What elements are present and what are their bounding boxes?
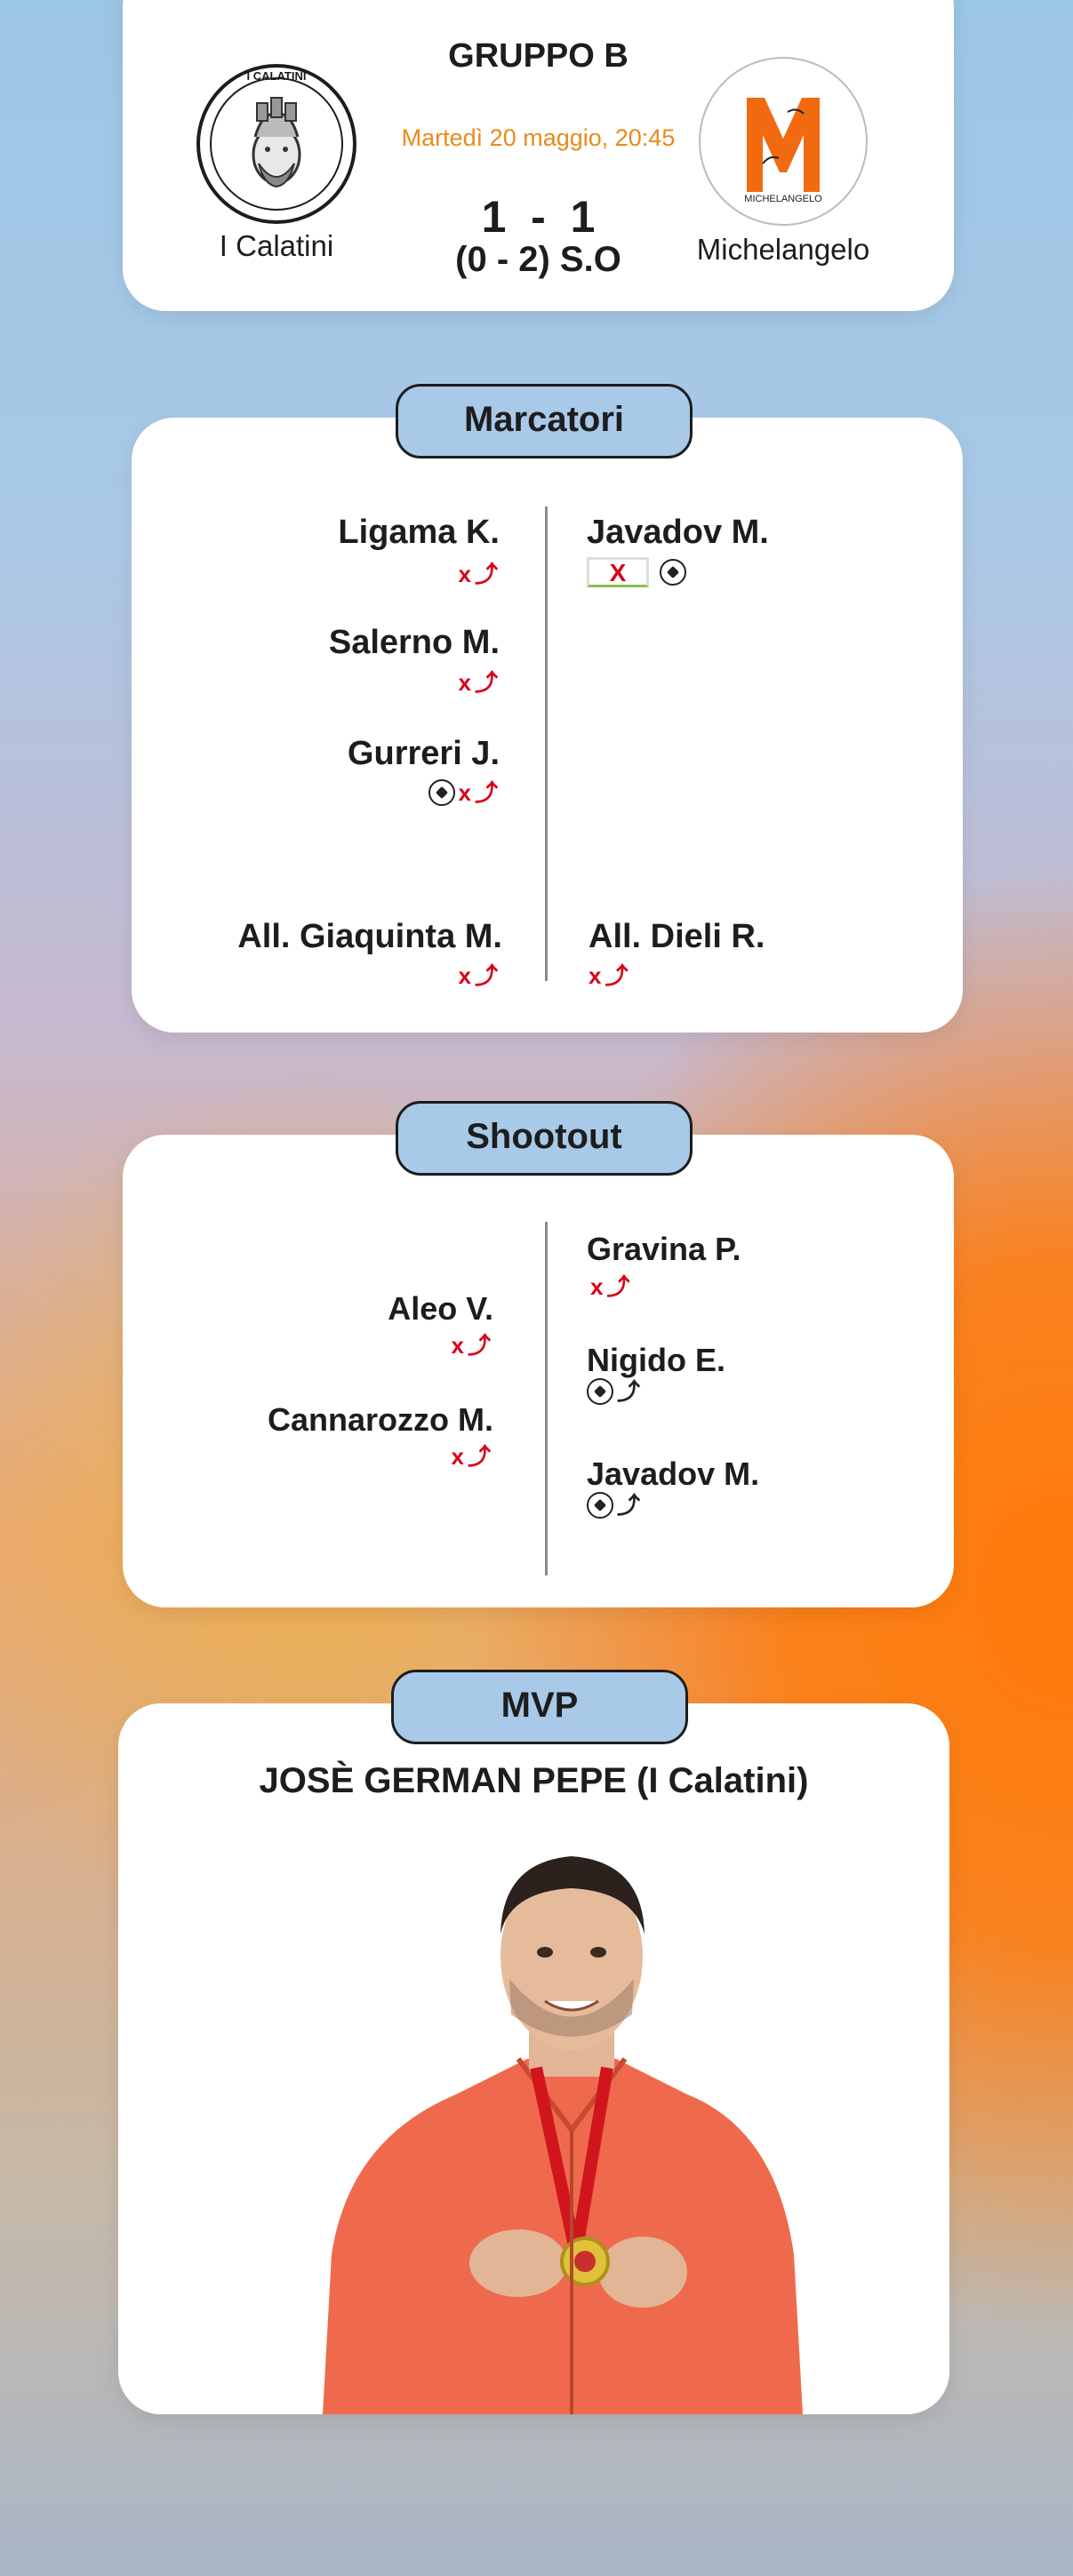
- arrow-up-icon: ⤴: [605, 962, 629, 989]
- arrow-up-icon: ⤴: [474, 779, 498, 806]
- miss-icon: x: [451, 1443, 464, 1470]
- missed-goal-icon: X: [587, 557, 649, 587]
- shootout-away-name: Javadov M.: [587, 1455, 760, 1492]
- scorers-section-label: Marcatori: [396, 384, 693, 459]
- goal-ball-icon: [660, 559, 686, 586]
- home-scorer-events: x⤴: [459, 560, 498, 588]
- home-scorer-events: x⤴: [428, 778, 498, 807]
- shootout-section-label: Shootout: [396, 1101, 693, 1176]
- substitution-out-icon: x: [458, 779, 471, 806]
- home-logo-text: I CALATINI: [246, 69, 307, 83]
- arrow-up-icon: ⤴: [474, 669, 498, 696]
- arrow-up-icon: ⤴: [467, 1332, 491, 1359]
- away-team-logo: [699, 57, 868, 226]
- arrow-up-icon: ⤴: [606, 1273, 630, 1300]
- shootout-home-result: x⤴: [452, 1442, 491, 1471]
- home-scorer-events: x⤴: [459, 668, 498, 697]
- arrow-up-icon: ⤴: [617, 1378, 641, 1405]
- shootout-card: [123, 1135, 954, 1607]
- substitution-out-icon: x: [458, 561, 471, 587]
- substitution-out-icon: x: [589, 962, 602, 989]
- mvp-player-photo: [323, 1856, 803, 2414]
- goal-ball-icon: [587, 1378, 613, 1405]
- match-header-card: GRUPPO B Martedì 20 maggio, 20:45 1 - 1 …: [123, 0, 954, 311]
- miss-icon: x: [590, 1273, 604, 1300]
- home-coach-events: x⤴: [459, 961, 498, 990]
- michelangelo-m-icon: [747, 98, 820, 192]
- arrow-up-icon: ⤴: [467, 1443, 491, 1470]
- home-team-logo: [196, 64, 356, 224]
- scorers-divider: [545, 506, 548, 981]
- away-scorer-name: Javadov M.: [587, 514, 769, 551]
- shootout-away-result: ⤴: [587, 1491, 640, 1519]
- mvp-player-name: JOSÈ GERMAN PEPE (I Calatini): [259, 1761, 809, 1800]
- shootout-away-result: ⤴: [587, 1377, 640, 1406]
- group-title: GRUPPO B: [448, 37, 629, 75]
- match-score: 1 - 1: [481, 192, 596, 242]
- home-scorer-name: Ligama K.: [338, 514, 500, 551]
- away-logo-text: MICHELANGELO: [744, 194, 822, 204]
- away-scorer-events: X: [587, 557, 686, 587]
- away-coach-name: All. Dieli R.: [589, 918, 765, 955]
- match-date: Martedì 20 maggio, 20:45: [401, 124, 676, 151]
- away-team-name: Michelangelo: [696, 233, 870, 266]
- shootout-away-name: Nigido E.: [587, 1342, 725, 1378]
- mvp-section-label: MVP: [391, 1670, 688, 1744]
- substitution-out-icon: x: [458, 962, 471, 989]
- home-coach-name: All. Giaquinta M.: [237, 918, 502, 955]
- goal-ball-icon: [587, 1492, 613, 1519]
- shootout-home-name: Cannarozzo M.: [267, 1401, 493, 1438]
- away-coach-events: x⤴: [589, 961, 628, 990]
- goal-ball-icon: [428, 779, 455, 806]
- shootout-away-name: Gravina P.: [587, 1231, 741, 1267]
- shootout-divider: [545, 1222, 548, 1575]
- shootout-score: (0 - 2) S.O: [455, 240, 621, 279]
- arrow-up-icon: ⤴: [474, 561, 498, 587]
- home-scorer-name: Salerno M.: [328, 624, 500, 661]
- calatini-head-icon: [210, 77, 343, 211]
- arrow-up-icon: ⤴: [617, 1492, 641, 1519]
- shootout-home-name: Aleo V.: [388, 1290, 493, 1327]
- home-team-name: I Calatini: [219, 229, 334, 262]
- shootout-away-result: x⤴: [590, 1272, 629, 1301]
- shootout-home-result: x⤴: [452, 1331, 491, 1360]
- miss-icon: x: [451, 1332, 464, 1359]
- arrow-up-icon: ⤴: [474, 962, 498, 989]
- substitution-out-icon: x: [458, 669, 471, 696]
- home-scorer-name: Gurreri J.: [347, 735, 500, 772]
- mvp-card: JOSÈ GERMAN PEPE (I Calatini): [118, 1703, 949, 2414]
